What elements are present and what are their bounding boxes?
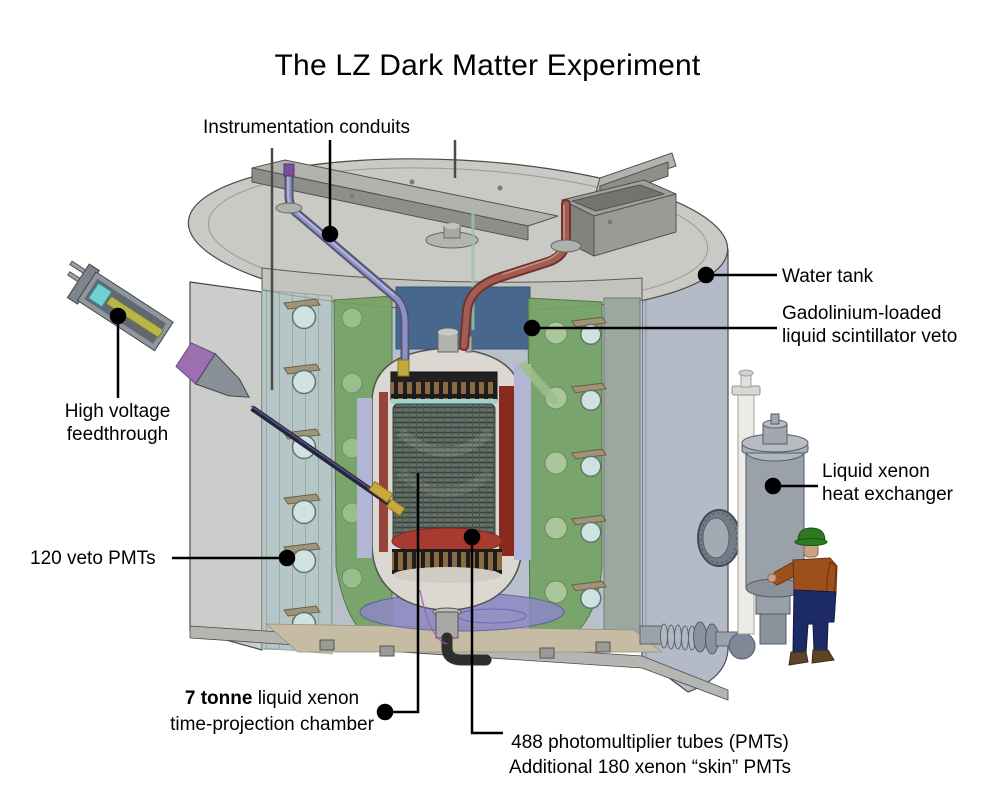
- lavender-strip-left: [357, 398, 372, 558]
- leader-pmts: [472, 537, 503, 733]
- yellow-connector: [387, 499, 405, 516]
- red-lining-left: [379, 392, 388, 552]
- person-boot: [812, 650, 834, 663]
- hv-feedthrough-assembly: [54, 255, 405, 515]
- junction-box: [562, 180, 676, 256]
- veto-pmt: [572, 317, 606, 344]
- pipe-flange: [694, 622, 707, 652]
- label-veto-pmts: 120 veto PMTs: [30, 547, 156, 570]
- veto-pmt: [572, 515, 606, 542]
- label-text: 120 veto PMTs: [30, 548, 156, 569]
- veto-pmt: [572, 383, 606, 410]
- label-line: time-projection chamber: [170, 714, 374, 735]
- xenon-circulation-pipe: [640, 622, 755, 659]
- hv-cone: [174, 340, 259, 413]
- ibeam-left: [252, 160, 558, 240]
- tpc-teal-ring: [391, 399, 497, 404]
- deck-collar: [276, 203, 302, 213]
- lid-fittings: [349, 179, 613, 225]
- person-figure: [768, 528, 837, 665]
- far-right-columns: [604, 298, 640, 650]
- page-title: The LZ Dark Matter Experiment: [274, 49, 701, 82]
- stand-feet: [320, 640, 610, 658]
- leader-tpc: [385, 473, 418, 712]
- label-hv-feedthrough: High voltage feedthrough: [35, 400, 200, 446]
- yellow-fitting: [398, 360, 409, 376]
- top-structure: [252, 140, 676, 390]
- label-line: High voltage: [64, 401, 171, 422]
- label-text: liquid xenon: [252, 688, 360, 709]
- veto-pmt: [284, 299, 320, 329]
- label-text: Water tank: [782, 266, 874, 287]
- conduits: [276, 164, 581, 376]
- veto-pmt: [284, 494, 320, 524]
- label-heat-exchanger: Liquid xenon heat exchanger: [822, 460, 953, 506]
- mesh-sheen: [400, 432, 490, 452]
- label-line: heat exchanger: [822, 484, 953, 505]
- tank-left-cut-face: [190, 282, 262, 650]
- label-line: liquid scintillator veto: [782, 326, 958, 347]
- label-line: Liquid xenon: [822, 461, 930, 482]
- label-line: 488 photomultiplier tubes (PMTs): [511, 732, 789, 753]
- veto-pmt: [284, 364, 320, 394]
- veto-pmt-array-right: [572, 317, 606, 608]
- dome-port-cap: [438, 328, 458, 336]
- label-line: Additional 180 xenon “skin” PMTs: [509, 757, 791, 778]
- deck-collar: [551, 240, 581, 252]
- leader-lines: [111, 140, 818, 733]
- label-bold: 7 tonne: [184, 688, 253, 709]
- top-pmt-studs: [391, 382, 497, 399]
- person-boot: [789, 652, 808, 665]
- bellows: [661, 624, 696, 650]
- label-pmts: 488 photomultiplier tubes (PMTs) Additio…: [505, 730, 795, 780]
- vessel-bottom-lip: [393, 567, 501, 583]
- veto-pmt: [572, 581, 606, 608]
- mesh-sheen: [400, 472, 490, 492]
- tank-right-wall: [642, 250, 728, 692]
- red-lining-right: [499, 386, 514, 556]
- label-line: feedthrough: [66, 424, 169, 445]
- label-instrumentation-conduits: Instrumentation conduits: [203, 116, 410, 139]
- purple-cable: [420, 590, 447, 644]
- person-pants: [793, 590, 836, 652]
- green-pipe: [524, 366, 554, 400]
- pipe-tee: [729, 633, 755, 659]
- hub-cap: [444, 223, 460, 229]
- person-torso: [793, 558, 837, 592]
- label-line: Gadolinium-loaded: [782, 303, 942, 324]
- bottom-conduit-elbow: [447, 638, 486, 660]
- label-scintillator-veto: Gadolinium-loaded liquid scintillator ve…: [782, 302, 957, 348]
- label-line: 7 tonne liquid xenon: [168, 686, 376, 712]
- label-tpc: 7 tonne liquid xenon time-projection cha…: [168, 686, 376, 738]
- label-water-tank: Water tank: [782, 265, 873, 288]
- veto-pmt: [572, 449, 606, 476]
- hv-tube: [54, 255, 175, 353]
- hard-hat: [798, 528, 825, 541]
- red-conduit: [464, 204, 581, 346]
- bottom-pmt-studs: [392, 552, 502, 571]
- conduit-purple-cap: [284, 164, 294, 176]
- person-left-hand: [768, 574, 776, 582]
- label-text: Instrumentation conduits: [203, 117, 411, 138]
- lavender-strip-right: [514, 364, 531, 560]
- tank-porthole: [698, 510, 740, 566]
- yellow-connector: [369, 482, 393, 503]
- blue-conduit: [276, 164, 409, 376]
